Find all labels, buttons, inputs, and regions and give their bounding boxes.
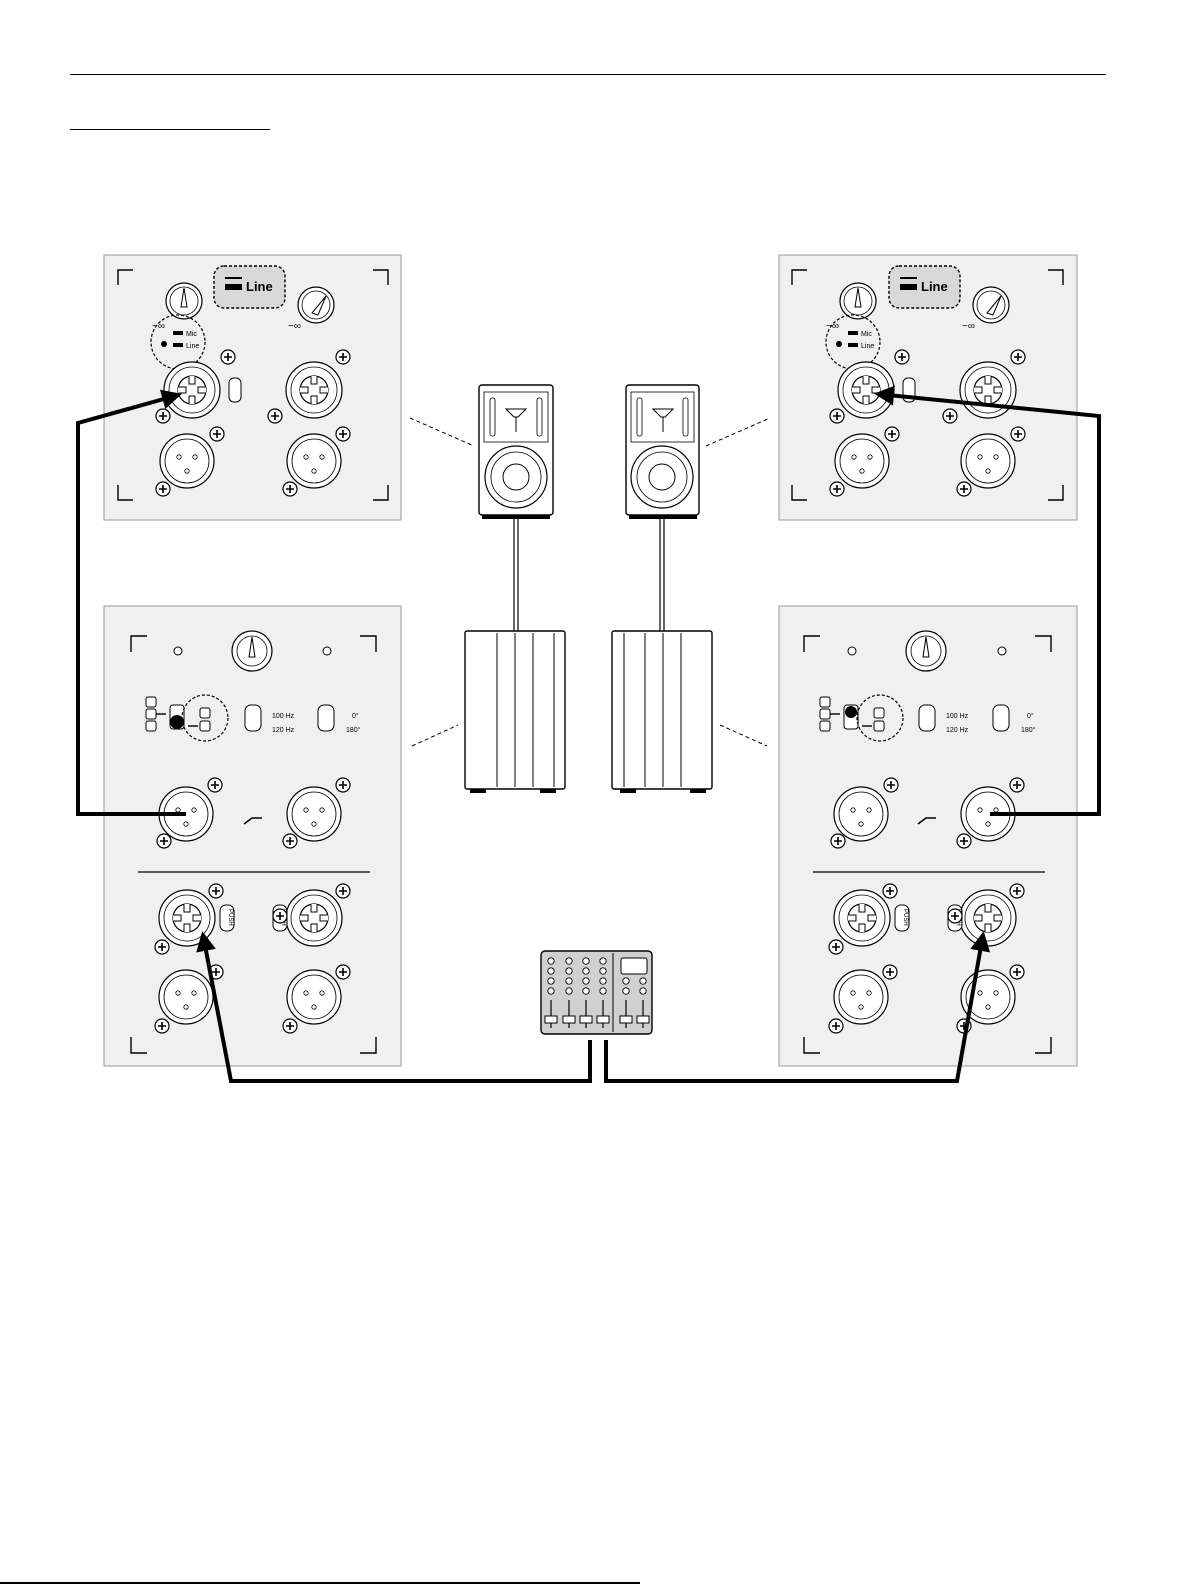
mode-mic-label: Mic <box>861 331 872 338</box>
combo-input-2[interactable] <box>960 362 1016 418</box>
speaker-left <box>479 385 553 519</box>
combo-output-b[interactable] <box>286 890 342 946</box>
phase-0-label: 0° <box>1027 712 1034 720</box>
xlr-output-a[interactable] <box>159 970 213 1024</box>
xlr-output-1[interactable] <box>835 434 889 488</box>
combo-input-1[interactable] <box>164 362 220 418</box>
phase-180-label: 180° <box>1021 726 1036 734</box>
top-right-panel: −∞ −∞ Line Mic Line <box>779 255 1077 520</box>
xlr-output-2[interactable] <box>961 434 1015 488</box>
bottom-left-panel: 100 Hz 120 Hz 0° 180° PUSH PUSH <box>104 606 401 1066</box>
latch-tab <box>229 378 241 402</box>
xlr-output-b[interactable] <box>287 970 341 1024</box>
phase-180-label: 180° <box>346 726 361 734</box>
crossover-120-label: 120 Hz <box>272 727 295 734</box>
combo-output-a[interactable] <box>159 890 215 946</box>
phase-0-label: 0° <box>352 712 359 720</box>
line-badge-label: Line <box>246 279 273 294</box>
push-label: PUSH <box>902 909 908 926</box>
gain-knob-right[interactable] <box>973 287 1009 323</box>
combo-output-b[interactable] <box>960 890 1016 946</box>
line-badge-label: Line <box>921 279 948 294</box>
sub-level-knob[interactable] <box>906 631 946 671</box>
xlr-input-a[interactable] <box>834 787 888 841</box>
line-badge: Line <box>214 266 285 308</box>
bottom-right-panel: 100 Hz 120 Hz 0° 180° PUSH PUSH <box>779 606 1077 1066</box>
gain-knob-right[interactable] <box>298 287 334 323</box>
leader-lines <box>410 418 770 746</box>
combo-input-1[interactable] <box>838 362 894 418</box>
xlr-output-2[interactable] <box>287 434 341 488</box>
crossover-100-label: 100 Hz <box>272 713 295 720</box>
xlr-output-1[interactable] <box>160 434 214 488</box>
subwoofer-left <box>465 631 565 793</box>
mode-line-label: Line <box>861 343 874 350</box>
min-label: −∞ <box>826 321 839 332</box>
combo-input-2[interactable] <box>286 362 342 418</box>
mode-line-label: Line <box>186 343 199 350</box>
combo-output-a[interactable] <box>834 890 890 946</box>
line-badge: Line <box>889 266 960 308</box>
push-label: PUSH <box>227 909 233 926</box>
mode-mic-label: Mic <box>186 331 197 338</box>
gain-knob-left[interactable] <box>166 283 202 319</box>
sub-level-knob[interactable] <box>232 631 272 671</box>
gain-knob-left[interactable] <box>840 283 876 319</box>
crossover-120-label: 120 Hz <box>946 727 969 734</box>
push-tab[interactable]: PUSH <box>220 905 234 931</box>
xlr-input-b[interactable] <box>287 787 341 841</box>
xlr-output-a[interactable] <box>834 970 888 1024</box>
subwoofer-right <box>612 631 712 793</box>
top-left-panel: −∞ −∞ Line Mic Line <box>104 255 401 520</box>
push-tab[interactable]: PUSH <box>895 905 909 931</box>
mixer <box>541 951 652 1034</box>
min-label: −∞ <box>962 321 975 332</box>
crossover-100-label: 100 Hz <box>946 713 969 720</box>
min-label: −∞ <box>288 321 301 332</box>
speaker-right <box>626 385 699 519</box>
